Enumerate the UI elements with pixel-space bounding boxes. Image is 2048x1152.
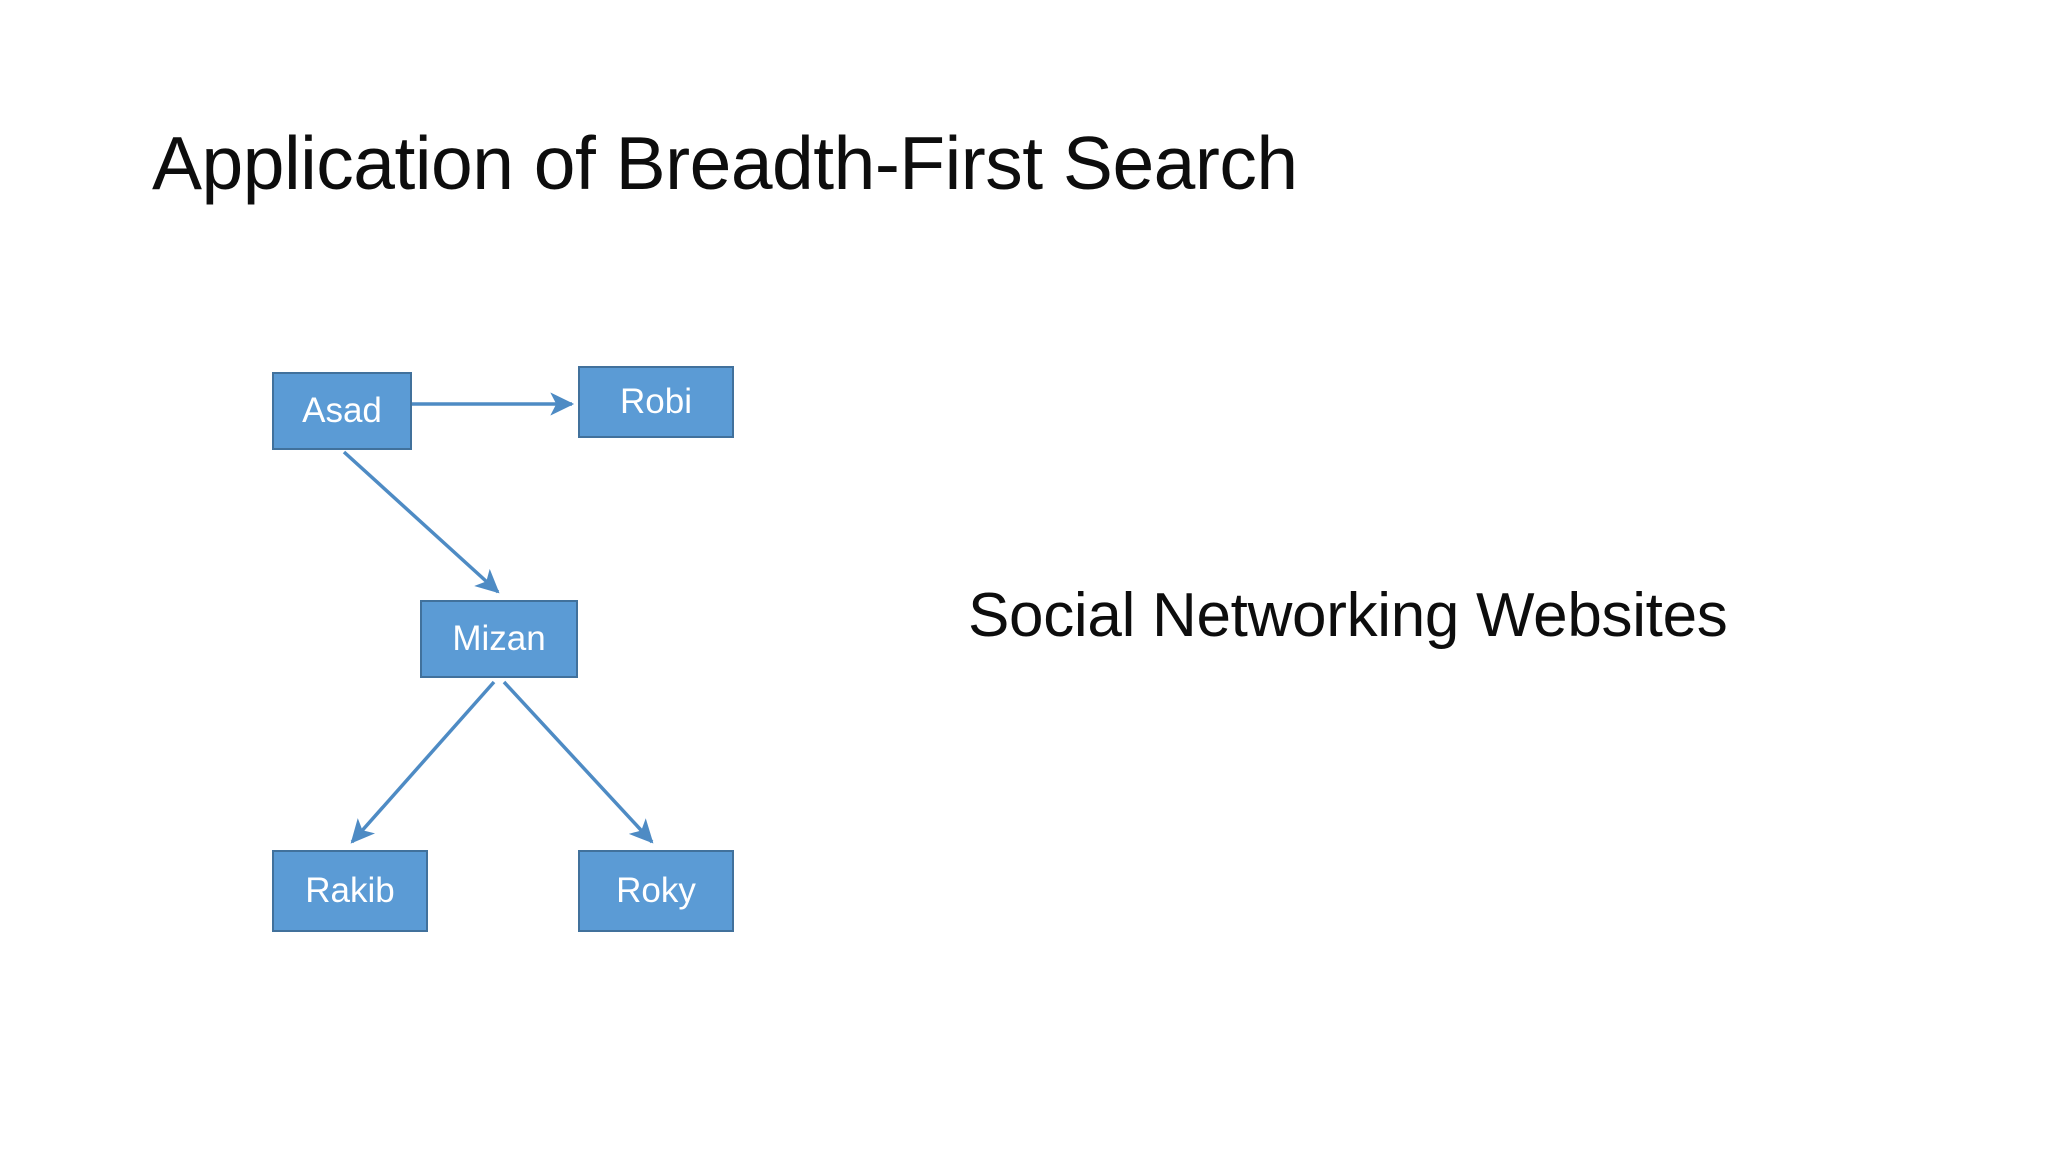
graph-node-mizan[interactable]: Mizan [420,600,578,678]
graph-node-roky[interactable]: Roky [578,850,734,932]
graph-node-robi[interactable]: Robi [578,366,734,438]
edge-mizan-rakib [350,680,496,844]
graph-node-label: Asad [302,391,382,430]
edge-asad-mizan [342,450,500,594]
graph-node-label: Robi [620,382,692,421]
graph-node-asad[interactable]: Asad [272,372,412,450]
graph-node-label: Rakib [305,871,395,910]
page-title: Application of Breadth-First Search [152,121,1298,205]
caption-social-networking-websites: Social Networking Websites [968,581,1728,650]
graph-node-rakib[interactable]: Rakib [272,850,428,932]
graph-node-label: Mizan [452,619,546,658]
graph-node-label: Roky [616,871,696,910]
edge-mizan-roky [502,680,654,844]
